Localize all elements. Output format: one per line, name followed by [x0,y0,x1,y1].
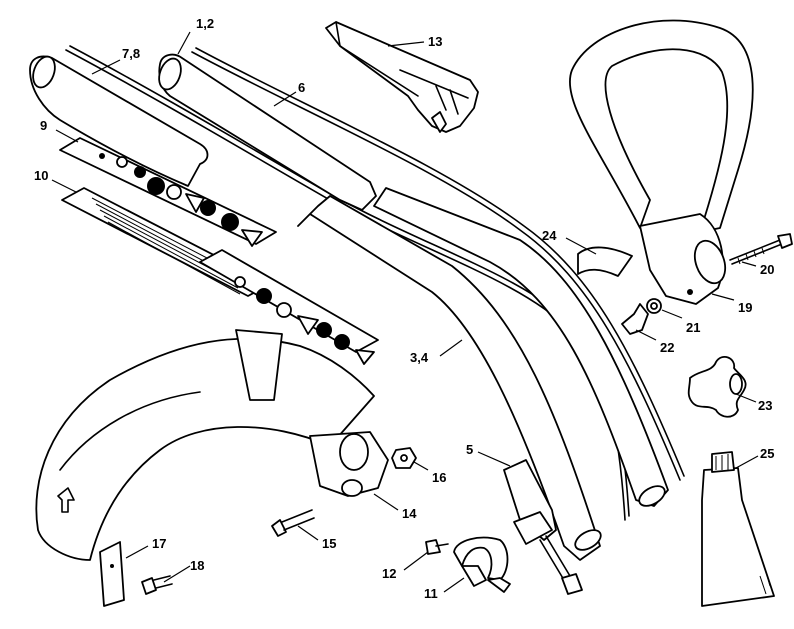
part-11-hose-clamp [453,536,511,593]
part-21-washer [646,298,662,314]
callout-22: 22 [660,340,674,355]
callout-21: 21 [686,320,700,335]
callout-16: 16 [432,470,446,485]
callout-18: 18 [190,558,204,573]
part-23-star-knob [687,355,747,418]
part-1-2-drive-tube-upper [29,53,377,211]
part-15-screw [271,509,315,537]
callout-23: 23 [758,398,772,413]
callout-5: 5 [466,442,473,457]
callout-20: 20 [760,262,774,277]
part-10-decal [61,187,379,365]
part-14-deflector [35,329,389,561]
callout-10: 10 [34,168,48,183]
part-16-nut [391,447,417,469]
part-12-screw [425,539,449,555]
callout-17: 17 [152,536,166,551]
part-13-insert [325,21,479,133]
leader-lines [51,31,759,593]
part-17-plate [99,541,125,607]
part-5-bearing-shaft [503,459,583,595]
callout-25: 25 [760,446,774,461]
callout-15: 15 [322,536,336,551]
part-22-wing-nut [621,303,649,335]
part-18-screw [141,575,173,595]
part-25-grease-tube [701,451,775,607]
callout-6: 6 [298,80,305,95]
part-6-flex-shaft [191,47,685,481]
part-3-4-drive-tube-bent [297,187,669,561]
callout-9: 9 [40,118,47,133]
callout-labels: 1,2 7,8 13 6 9 10 24 20 19 21 22 23 3,4 … [34,16,774,601]
callout-14: 14 [402,506,417,521]
callout-7-8: 7,8 [122,46,140,61]
callout-19: 19 [738,300,752,315]
part-20-screw [729,233,793,265]
callout-24: 24 [542,228,557,243]
part-19-loop-handle [568,19,754,305]
callout-12: 12 [382,566,396,581]
callout-1-2: 1,2 [196,16,214,31]
callout-11: 11 [424,586,438,601]
part-9-decal [59,137,277,247]
callout-13: 13 [428,34,442,49]
callout-3-4: 3,4 [410,350,429,365]
part-24-clamp-shell [577,246,633,277]
